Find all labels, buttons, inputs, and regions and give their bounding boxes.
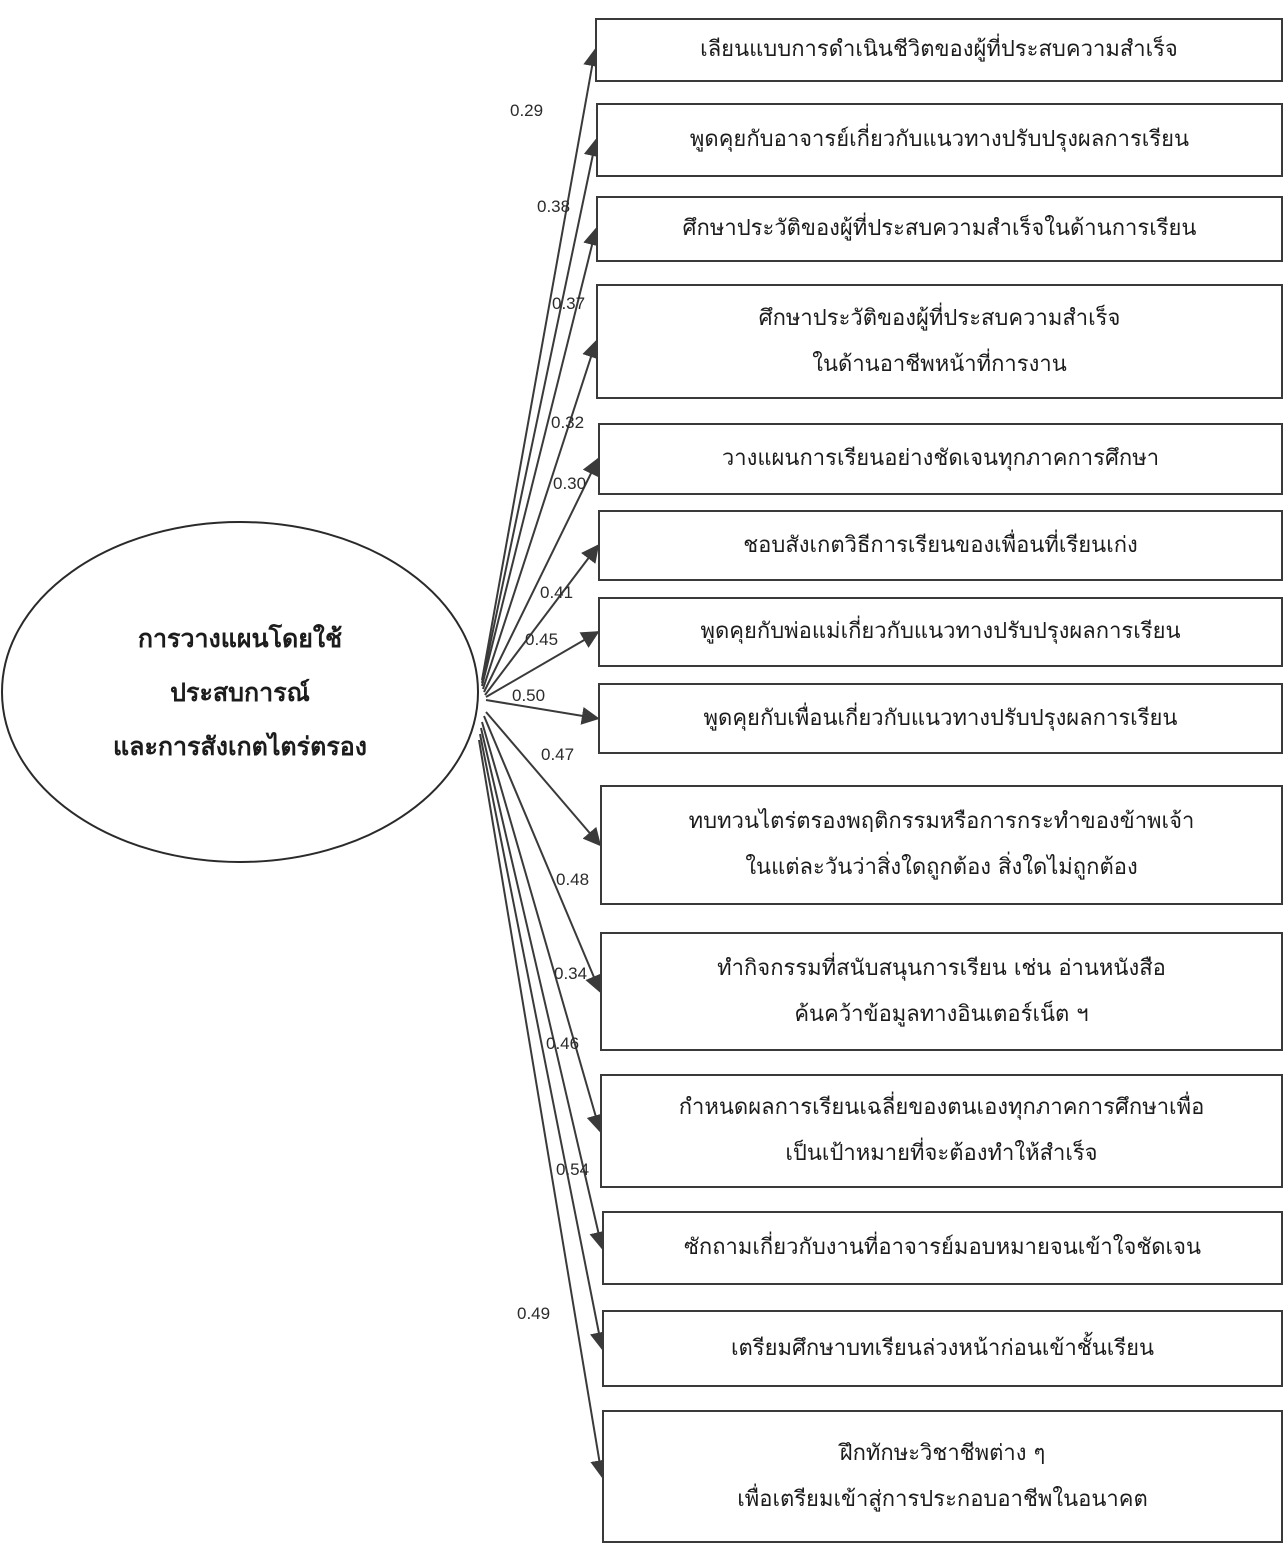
indicator-box: ทบทวนไตร่ตรองพฤติกรรมหรือการกระทำของข้าพ…	[600, 785, 1283, 905]
indicator-text: ซักถามเกี่ยวกับงานที่อาจารย์มอบหมายจนเข้…	[684, 1225, 1201, 1271]
indicator-box: ฝึกทักษะวิชาชีพต่าง ๆเพื่อเตรียมเข้าสู่ก…	[602, 1410, 1283, 1543]
loading-coefficient: 0.49	[517, 1304, 550, 1324]
indicator-text: ในแต่ละวันว่าสิ่งใดถูกต้อง สิ่งใดไม่ถูกต…	[745, 845, 1137, 891]
latent-label-line: การวางแผนโดยใช้	[50, 612, 430, 666]
latent-label-line: ประสบการณ์	[50, 666, 430, 720]
indicator-box: พูดคุยกับพ่อแม่เกี่ยวกับแนวทางปรับปรุงผล…	[598, 597, 1283, 667]
loading-coefficient: 0.34	[554, 964, 587, 984]
indicator-box: เตรียมศึกษาบทเรียนล่วงหน้าก่อนเข้าชั้นเร…	[602, 1310, 1283, 1387]
indicator-text: พูดคุยกับพ่อแม่เกี่ยวกับแนวทางปรับปรุงผล…	[700, 609, 1180, 655]
indicator-box: กำหนดผลการเรียนเฉลี่ยของตนเองทุกภาคการศึ…	[600, 1074, 1283, 1188]
indicator-box: วางแผนการเรียนอย่างชัดเจนทุกภาคการศึกษา	[598, 423, 1283, 495]
indicator-box: ศึกษาประวัติของผู้ที่ประสบความสำเร็จในด้…	[596, 284, 1283, 399]
path-arrow	[482, 50, 595, 680]
indicator-text: ศึกษาประวัติของผู้ที่ประสบความสำเร็จ	[759, 296, 1121, 342]
indicator-text: พูดคุยกับเพื่อนเกี่ยวกับแนวทางปรับปรุงผล…	[704, 696, 1178, 742]
path-arrow	[482, 722, 600, 1131]
indicator-text: ศึกษาประวัติของผู้ที่ประสบความสำเร็จในด้…	[683, 206, 1197, 252]
loading-coefficient: 0.54	[556, 1160, 589, 1180]
indicator-box: เลียนแบบการดำเนินชีวิตของผู้ที่ประสบความ…	[595, 18, 1283, 82]
indicator-text: เลียนแบบการดำเนินชีวิตของผู้ที่ประสบความ…	[700, 27, 1178, 73]
indicator-box: ศึกษาประวัติของผู้ที่ประสบความสำเร็จในด้…	[596, 196, 1283, 262]
indicator-text: พูดคุยกับอาจารย์เกี่ยวกับแนวทางปรับปรุงผ…	[690, 117, 1189, 163]
indicator-text: เตรียมศึกษาบทเรียนล่วงหน้าก่อนเข้าชั้นเร…	[731, 1326, 1154, 1372]
loading-coefficient: 0.32	[551, 413, 584, 433]
indicator-text: เพื่อเตรียมเข้าสู่การประกอบอาชีพในอนาคต	[737, 1477, 1148, 1523]
loading-coefficient: 0.48	[556, 870, 589, 890]
indicator-text: วางแผนการเรียนอย่างชัดเจนทุกภาคการศึกษา	[722, 436, 1159, 482]
loading-coefficient: 0.30	[553, 474, 586, 494]
indicator-text: ในด้านอาชีพหน้าที่การงาน	[812, 342, 1066, 388]
loading-coefficient: 0.41	[540, 583, 573, 603]
loading-coefficient: 0.46	[546, 1034, 579, 1054]
loading-coefficient: 0.38	[537, 197, 570, 217]
indicator-box: ชอบสังเกตวิธีการเรียนของเพื่อนที่เรียนเก…	[598, 510, 1283, 581]
path-arrow	[482, 140, 596, 683]
indicator-box: ซักถามเกี่ยวกับงานที่อาจารย์มอบหมายจนเข้…	[602, 1211, 1283, 1285]
indicator-text: กำหนดผลการเรียนเฉลี่ยของตนเองทุกภาคการศึ…	[679, 1085, 1205, 1131]
loading-coefficient: 0.45	[525, 630, 558, 650]
loading-coefficient: 0.29	[510, 101, 543, 121]
loading-coefficient: 0.37	[552, 294, 585, 314]
indicator-text: ทำกิจกรรมที่สนับสนุนการเรียน เช่น อ่านหน…	[717, 946, 1166, 992]
latent-variable-label: การวางแผนโดยใช้ ประสบการณ์ และการสังเกตไ…	[50, 612, 430, 774]
loading-coefficient: 0.47	[541, 745, 574, 765]
indicator-box: ทำกิจกรรมที่สนับสนุนการเรียน เช่น อ่านหน…	[600, 932, 1283, 1051]
loading-coefficient: 0.50	[512, 686, 545, 706]
indicator-box: พูดคุยกับเพื่อนเกี่ยวกับแนวทางปรับปรุงผล…	[598, 683, 1283, 754]
indicator-text: ชอบสังเกตวิธีการเรียนของเพื่อนที่เรียนเก…	[743, 523, 1138, 569]
indicator-text: เป็นเป้าหมายที่จะต้องทำให้สำเร็จ	[785, 1131, 1097, 1177]
indicator-text: ทบทวนไตร่ตรองพฤติกรรมหรือการกระทำของข้าพ…	[689, 799, 1195, 845]
indicator-text: ฝึกทักษะวิชาชีพต่าง ๆ	[840, 1431, 1046, 1477]
latent-label-line: และการสังเกตไตร่ตรอง	[50, 720, 430, 774]
indicator-text: ค้นคว้าข้อมูลทางอินเตอร์เน็ต ฯ	[794, 992, 1088, 1038]
indicator-box: พูดคุยกับอาจารย์เกี่ยวกับแนวทางปรับปรุงผ…	[596, 103, 1283, 177]
